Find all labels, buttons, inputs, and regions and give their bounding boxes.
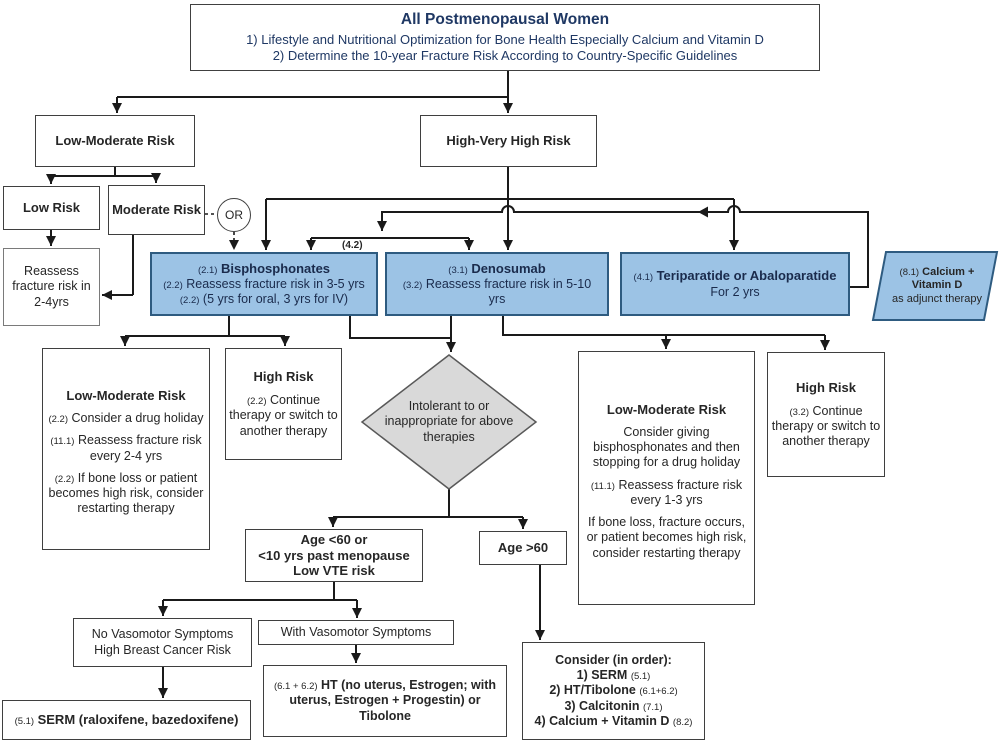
feedback-reference-label: (4.2)	[342, 240, 363, 251]
node-moderate-risk: Moderate Risk	[108, 185, 205, 235]
node-age-under-60: Age <60 or <10 yrs past menopause Low VT…	[245, 529, 423, 582]
connector	[502, 316, 825, 336]
node-teriparatide: (4.1) Teriparatide or Abaloparatide For …	[620, 252, 850, 316]
node-high-very-high-risk: High-Very High Risk	[420, 115, 597, 167]
title-line-1: 1) Lifestyle and Nutritional Optimizatio…	[246, 32, 764, 48]
title-box: All Postmenopausal Women 1) Lifestyle an…	[190, 4, 820, 71]
or-connector: OR	[217, 198, 251, 232]
node-serm: (5.1) SERM (raloxifene, bazedoxifene)	[2, 700, 251, 740]
node-low-moderate-risk-top: Low-Moderate Risk	[35, 115, 195, 167]
node-bisphosphonates: (2.1) Bisphosphonates (2.2) Reassess fra…	[150, 252, 378, 316]
connector	[349, 316, 451, 339]
feedback-arrowhead	[698, 206, 708, 218]
node-consider-in-order: Consider (in order): 1) SERM (5.1) 2) HT…	[522, 642, 705, 740]
node-calcium-vitamin-d-adjunct: (8.1) Calcium + Vitamin D as adjunct the…	[892, 265, 982, 305]
node-intolerant-decision: Intolerant to or inappropriate for above…	[384, 399, 514, 444]
node-denosumab: (3.1) Denosumab (3.2) Reassess fracture …	[385, 252, 609, 316]
node-right-low-moderate-risk: Low-Moderate Risk Consider giving bispho…	[578, 351, 755, 605]
node-age-over-60: Age >60	[479, 531, 567, 565]
calcium-parallelogram-shape	[871, 251, 999, 321]
node-right-high-risk: High Risk (3.2) Continue therapy or swit…	[767, 352, 885, 477]
node-left-low-moderate-risk: Low-Moderate Risk (2.2) Consider a drug …	[42, 348, 210, 550]
node-low-risk: Low Risk	[3, 186, 100, 230]
title-line-2: 2) Determine the 10-year Fracture Risk A…	[272, 47, 738, 63]
node-no-vasomotor-symptoms: No Vasomotor Symptoms High Breast Cancer…	[73, 618, 252, 667]
page-title: All Postmenopausal Women	[400, 11, 610, 29]
node-left-high-risk: High Risk (2.2) Continue therapy or swit…	[225, 348, 342, 460]
decision-diamond-shape	[360, 354, 538, 490]
node-ht-tibolone: (6.1 + 6.2) HT (no uterus, Estrogen; wit…	[263, 665, 507, 737]
connector-feedback	[377, 205, 869, 288]
node-with-vasomotor-symptoms: With Vasomotor Symptoms	[258, 620, 454, 645]
node-reassess-2-4yrs: Reassess fracture risk in 2-4yrs	[3, 248, 100, 326]
